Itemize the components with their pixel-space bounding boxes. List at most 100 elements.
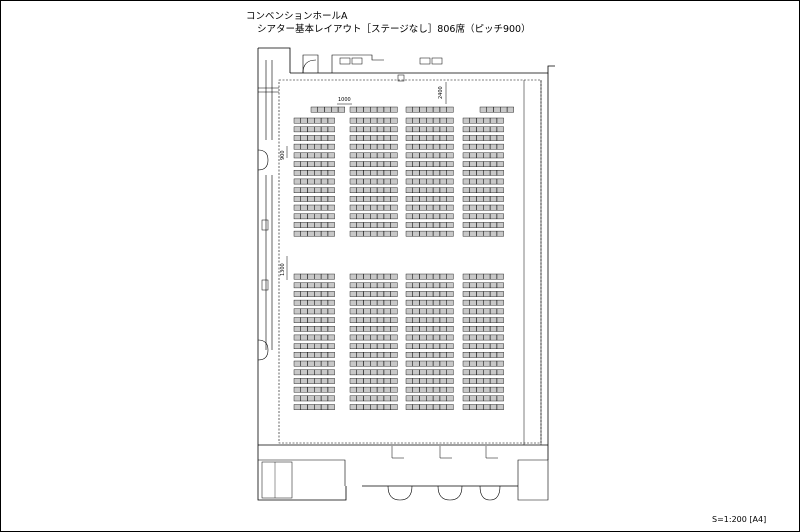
seat — [327, 334, 335, 341]
seat — [483, 213, 491, 220]
seat — [446, 334, 454, 341]
seat — [412, 230, 420, 237]
seat — [469, 126, 477, 133]
seat — [363, 334, 371, 341]
seat — [426, 230, 434, 237]
seat — [349, 152, 357, 159]
seat — [321, 213, 329, 220]
seat — [293, 334, 301, 341]
seat — [327, 213, 335, 220]
seat — [439, 161, 447, 167]
seat-front — [446, 106, 454, 113]
seat-front — [324, 106, 332, 113]
seat — [356, 143, 364, 150]
seat — [490, 378, 498, 384]
seat — [349, 161, 357, 167]
seat — [370, 343, 378, 350]
seat — [327, 378, 335, 384]
seat — [439, 204, 447, 211]
seat — [439, 299, 447, 306]
seat — [446, 187, 454, 194]
seat — [321, 334, 329, 341]
seat — [483, 178, 491, 185]
seat — [412, 360, 420, 367]
seat — [426, 395, 434, 402]
seat — [314, 135, 322, 141]
seat — [300, 308, 308, 315]
seat — [356, 230, 364, 237]
seat — [356, 291, 364, 297]
seat — [426, 161, 434, 167]
seat — [307, 161, 315, 167]
seat — [377, 343, 385, 350]
seat — [314, 161, 322, 167]
seat — [405, 213, 413, 220]
seat — [349, 143, 357, 150]
seat — [426, 352, 434, 358]
seat — [462, 317, 470, 323]
seat — [476, 291, 484, 297]
seat — [412, 152, 420, 159]
seat — [363, 317, 371, 323]
seat — [419, 230, 427, 237]
seat — [370, 230, 378, 237]
seat — [446, 196, 454, 202]
seat — [383, 299, 391, 306]
seat — [439, 152, 447, 159]
seat-front — [317, 106, 325, 113]
seat — [390, 291, 398, 297]
seat — [469, 222, 477, 228]
seat — [370, 117, 378, 124]
seat — [383, 117, 391, 124]
seat — [446, 230, 454, 237]
seat — [469, 169, 477, 176]
seat — [490, 386, 498, 393]
seat — [314, 204, 322, 211]
seat — [307, 152, 315, 159]
seat — [483, 378, 491, 384]
seat — [390, 308, 398, 315]
seat — [426, 222, 434, 228]
seat — [462, 404, 470, 410]
seat — [370, 126, 378, 133]
seat — [439, 135, 447, 141]
seat — [433, 161, 441, 167]
seat — [293, 282, 301, 289]
seat — [446, 317, 454, 323]
seat — [349, 378, 357, 384]
seat — [356, 343, 364, 350]
seat — [419, 187, 427, 194]
seat — [469, 291, 477, 297]
seat — [496, 282, 504, 289]
seat — [383, 230, 391, 237]
seat — [377, 196, 385, 202]
seat — [300, 326, 308, 332]
seat — [483, 352, 491, 358]
seat — [419, 204, 427, 211]
seat — [419, 404, 427, 410]
seat — [390, 334, 398, 341]
seat — [363, 187, 371, 194]
seat — [426, 143, 434, 150]
seat — [314, 395, 322, 402]
seat — [321, 230, 329, 237]
seat — [476, 204, 484, 211]
seat — [469, 143, 477, 150]
seat — [293, 135, 301, 141]
seat — [462, 135, 470, 141]
seat — [363, 230, 371, 237]
seat — [314, 126, 322, 133]
seat — [370, 334, 378, 341]
seat — [349, 126, 357, 133]
seat — [405, 369, 413, 376]
seat — [426, 317, 434, 323]
seat — [293, 273, 301, 280]
seat — [419, 143, 427, 150]
seat — [462, 230, 470, 237]
seat — [307, 117, 315, 124]
seat — [321, 161, 329, 167]
seat — [446, 126, 454, 133]
seat — [377, 152, 385, 159]
seat-front — [370, 106, 378, 113]
seat — [293, 343, 301, 350]
